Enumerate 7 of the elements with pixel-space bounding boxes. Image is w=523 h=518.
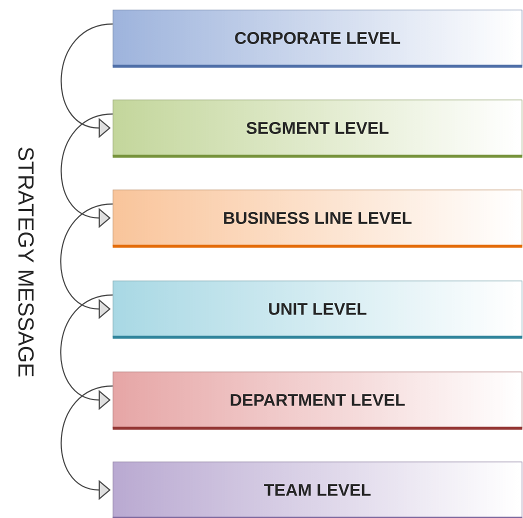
- level-box: SEGMENT LEVEL: [112, 100, 522, 158]
- level-box: UNIT LEVEL: [112, 280, 522, 339]
- level-box: BUSINESS LINE LEVEL: [112, 190, 522, 248]
- level-box: CORPORATE LEVEL: [112, 10, 522, 68]
- level-box: DEPARTMENT LEVEL: [112, 372, 522, 430]
- level-box: TEAM LEVEL: [112, 462, 522, 518]
- side-label: STRATEGY MESSAGE: [18, 148, 34, 377]
